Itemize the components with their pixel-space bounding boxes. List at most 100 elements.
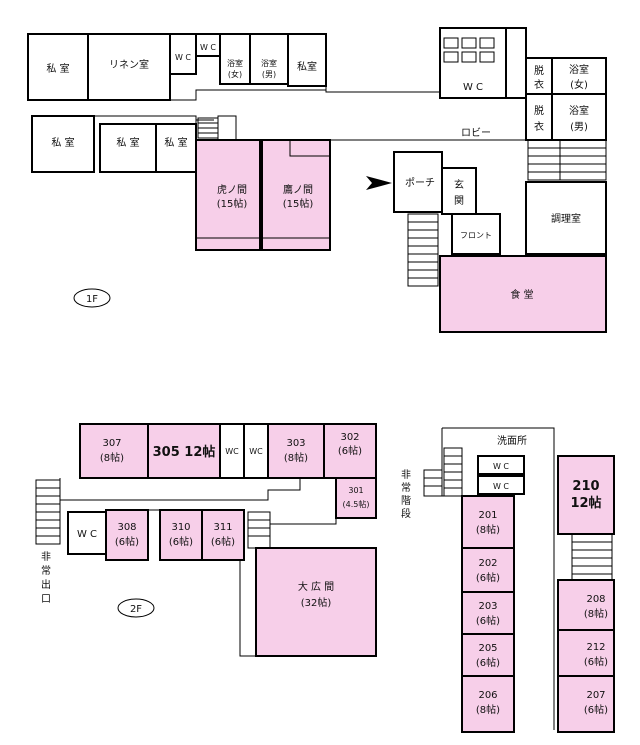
room-301-label-1: 301 (348, 486, 363, 495)
room-taka (261, 139, 331, 251)
wing-corridor-left (441, 428, 462, 497)
changing-1-label-1: 脱 (534, 64, 544, 77)
lobby-label: ロビー (461, 127, 491, 139)
corridor-east-wall (505, 27, 527, 99)
emergency-stair-char-3: 階 (401, 495, 411, 507)
room-206 (461, 675, 515, 733)
room-front-desk-label: フロント (460, 231, 492, 240)
room-310-label-1: 310 (171, 522, 190, 533)
stair-landing (217, 115, 237, 141)
room-310-label-2: (6帖) (169, 535, 193, 548)
room-wc-b-label: W C (200, 43, 216, 52)
bath-men-2-label-1: 浴室 (569, 104, 589, 117)
washroom-label: 洗面所 (497, 435, 527, 447)
changing-1-label-2: 衣 (534, 78, 544, 91)
room-banquet-label-2: (32帖) (301, 596, 332, 609)
floor-1-label: 1F (86, 294, 98, 305)
floor-2-wing: 洗面所 W C W C 非 常 階 段 201 (8帖) 202 (6帖) 20… (401, 427, 615, 733)
room-303-label-2: (8帖) (284, 451, 308, 464)
emergency-stair-char-1: 非 (401, 469, 411, 481)
room-kitchen (525, 181, 607, 255)
room-206-label-1: 206 (478, 690, 497, 701)
corridor-2f-upper (59, 478, 301, 501)
room-203-label-2: (6帖) (476, 614, 500, 627)
floor-1-badge (73, 288, 111, 308)
room-front-desk (451, 213, 501, 255)
room-private-e (155, 123, 197, 173)
room-210 (557, 455, 615, 535)
room-linen-label: リネン室 (109, 58, 149, 71)
emergency-exit-char-2: 常 (41, 564, 51, 577)
stair-1f-porch (407, 213, 439, 287)
room-bath-men (249, 33, 289, 85)
room-bath-women-2 (551, 57, 607, 95)
stair-wing (443, 447, 463, 497)
room-201 (461, 495, 515, 549)
room-205 (461, 633, 515, 677)
room-303-label-1: 303 (286, 438, 305, 449)
taka-closet (289, 140, 330, 157)
room-302-label-1: 302 (340, 432, 359, 443)
room-porch (393, 151, 443, 213)
emergency-stair-char-4: 段 (401, 507, 411, 520)
room-dining-label: 食 堂 (510, 288, 533, 301)
corridor-upper-wall (325, 50, 441, 93)
floor-2-label: 2F (130, 604, 142, 615)
room-202-label-2: (6帖) (476, 571, 500, 584)
room-wing-wc-a (477, 455, 525, 475)
room-private-c (31, 115, 95, 173)
room-dining (439, 255, 607, 333)
room-307-label-2: (8帖) (100, 451, 124, 464)
room-302-label-2: (6帖) (338, 444, 362, 457)
stair-2f-left (35, 479, 61, 545)
room-changing-1 (525, 57, 553, 95)
room-203 (461, 591, 515, 635)
emergency-exit-char-3: 出 (41, 578, 51, 591)
room-301-label-2: (4.5帖) (343, 499, 370, 509)
changing-2-label-1: 脱 (534, 104, 544, 117)
entrance-arrow-icon (366, 176, 392, 190)
room-taka-label-2: (15帖) (283, 197, 314, 210)
room-porch-label: ポーチ (405, 177, 435, 189)
room-311-label-2: (6帖) (211, 535, 235, 548)
bath-women-label-1: 浴室 (227, 58, 243, 68)
room-202 (461, 547, 515, 593)
room-banquet (255, 547, 377, 657)
wing-corridor-right (442, 427, 555, 730)
room-308-label-1: 308 (117, 522, 136, 533)
room-311 (201, 509, 245, 561)
room-206-label-2: (8帖) (476, 703, 500, 716)
bath-men-label-1: 浴室 (261, 58, 277, 68)
changing-2-label-2: 衣 (534, 120, 544, 133)
room-private-c-label: 私 室 (51, 136, 74, 149)
stair-1f-left (197, 117, 219, 139)
bath-men-2-label-2: (男) (570, 121, 588, 133)
room-entrance (441, 167, 477, 215)
room-305-label: 305 12帖 (153, 444, 216, 460)
room-2f-wc-b-label: WC (249, 447, 263, 456)
room-308 (105, 509, 149, 561)
room-private-a-label: 私 室 (46, 62, 69, 75)
room-201-label-1: 201 (478, 510, 497, 521)
stair-wing-outer (423, 469, 443, 497)
room-208-label-1: 208 (586, 594, 605, 605)
bath-women-label-2: (女) (228, 69, 242, 79)
room-310 (159, 509, 203, 561)
room-202-label-1: 202 (478, 558, 497, 569)
room-205-label-1: 205 (478, 643, 497, 654)
room-203-label-1: 203 (478, 601, 497, 612)
floor-1: 私 室 リネン室 W C W C 浴室 (女) 浴室 (男) 私室 W C 脱 … (27, 27, 607, 333)
floor-2-badge (117, 598, 155, 618)
stair-1f-right (527, 139, 607, 181)
emergency-exit-char-1: 非 (41, 551, 51, 563)
room-207-label-1: 207 (586, 690, 605, 701)
room-private-a (27, 33, 89, 101)
room-private-b (287, 33, 327, 87)
room-changing-2 (525, 93, 553, 141)
entrance-label-1: 玄 (454, 178, 464, 191)
room-kitchen-label: 調理室 (551, 212, 581, 225)
emergency-exit-char-4: 口 (41, 594, 51, 605)
room-wc-a (169, 33, 197, 75)
emergency-stair-char-2: 常 (401, 481, 411, 494)
